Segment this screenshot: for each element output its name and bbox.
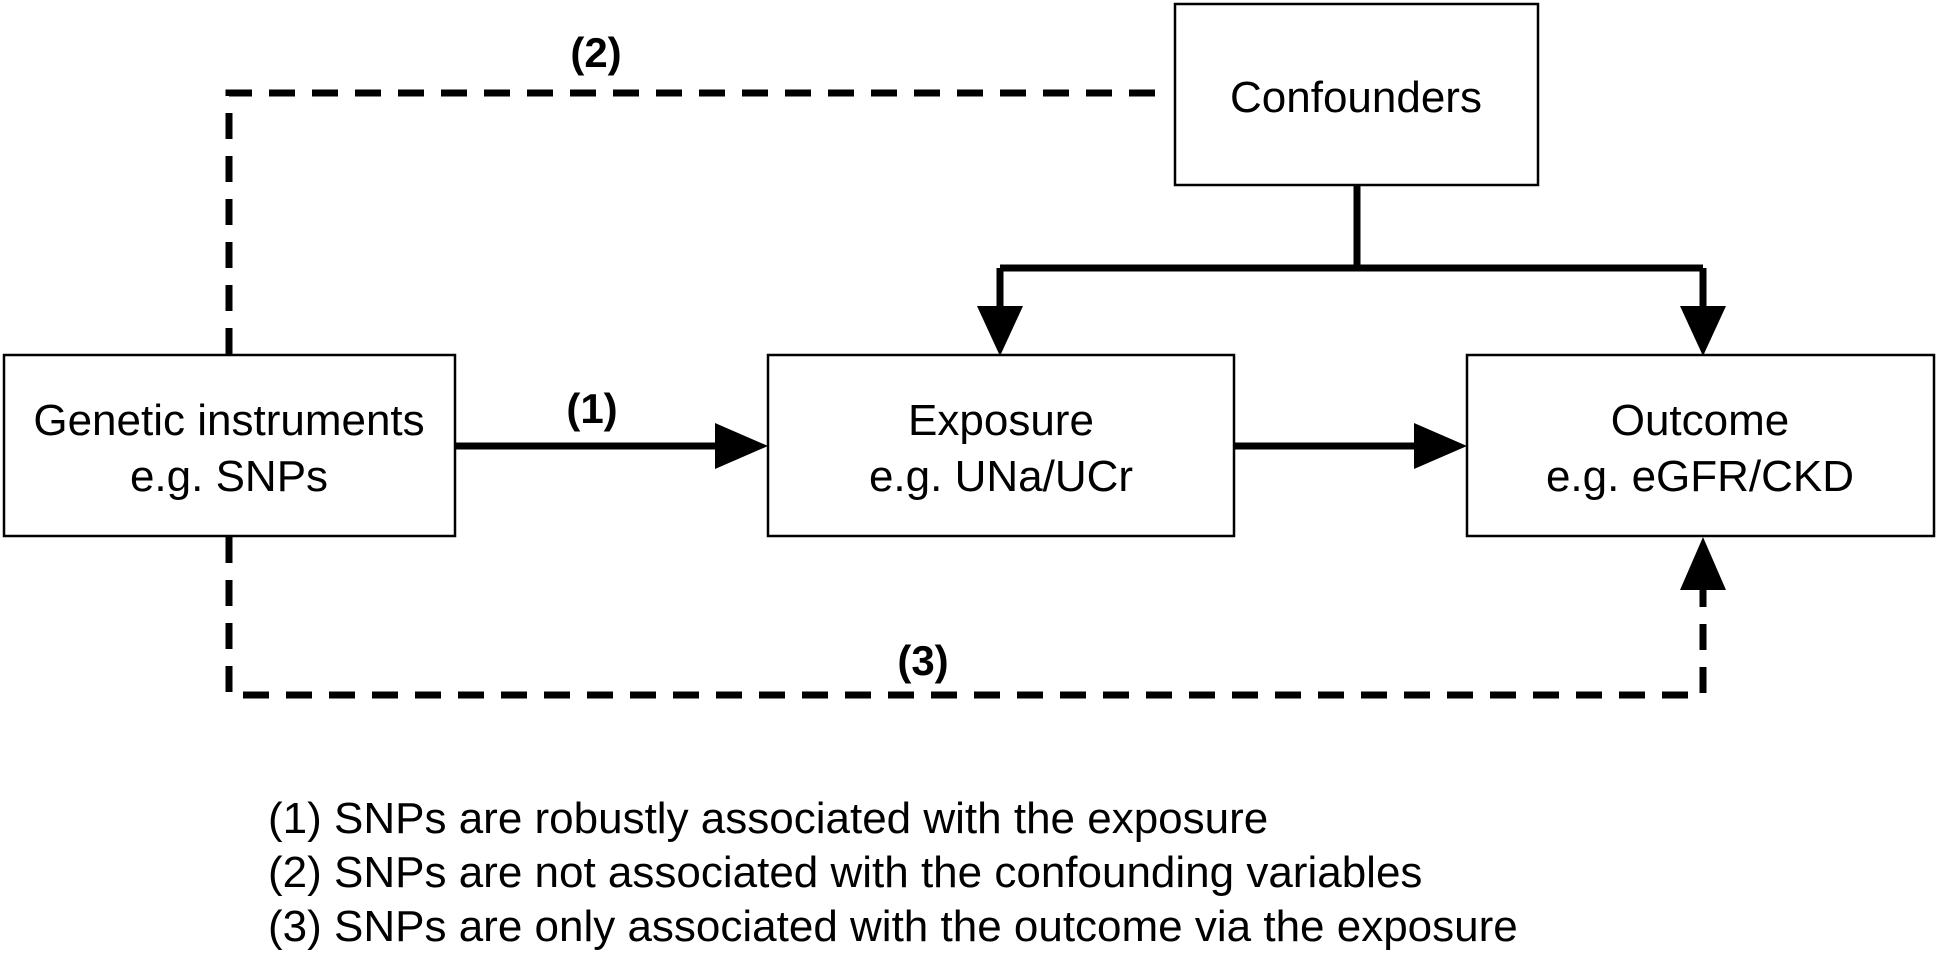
node-genetic-instruments-example: e.g. SNPs	[130, 452, 328, 501]
node-genetic-instruments: Genetic instruments e.g. SNPs	[2, 353, 457, 538]
node-outcome-title: Outcome	[1611, 396, 1790, 445]
legend-item-3: (3) SNPs are only associated with the ou…	[268, 902, 1518, 951]
edge-label-2: (2)	[570, 29, 621, 76]
arrowhead-outcome-left	[1414, 423, 1467, 469]
node-exposure-example: e.g. UNa/UCr	[869, 452, 1133, 501]
node-confounders: Confounders	[1173, 2, 1540, 187]
arrowhead-exposure-top	[977, 306, 1023, 356]
arrowhead-exposure-left	[715, 423, 768, 469]
node-outcome: Outcome e.g. eGFR/CKD	[1465, 353, 1936, 538]
edge-confounders-branch	[996, 186, 1707, 306]
node-exposure-title: Exposure	[908, 396, 1094, 445]
legend-item-1: (1) SNPs are robustly associated with th…	[268, 794, 1269, 843]
arrowhead-outcome-bottom	[1680, 537, 1726, 590]
node-outcome-example: e.g. eGFR/CKD	[1546, 452, 1854, 501]
node-genetic-instruments-title: Genetic instruments	[33, 396, 424, 445]
node-exposure: Exposure e.g. UNa/UCr	[766, 353, 1236, 538]
edge-genetic-to-confounders-dashed	[225, 89, 1172, 354]
edge-label-3: (3)	[897, 637, 948, 684]
legend: (1) SNPs are robustly associated with th…	[268, 792, 1518, 954]
node-confounders-title: Confounders	[1230, 73, 1482, 122]
legend-item-2: (2) SNPs are not associated with the con…	[268, 848, 1423, 897]
edge-genetic-to-outcome-dashed	[225, 537, 1707, 699]
arrowhead-outcome-top	[1680, 306, 1726, 356]
edge-label-1: (1)	[566, 385, 617, 432]
